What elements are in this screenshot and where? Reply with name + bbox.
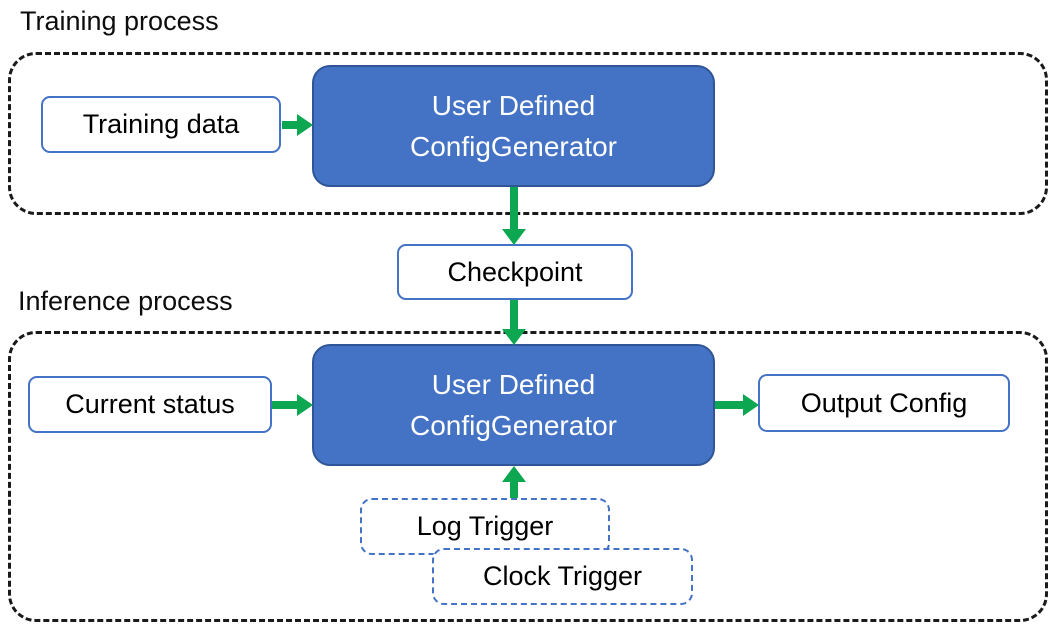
arrow-generator-to-output-config — [715, 394, 759, 416]
log-trigger-box: Log Trigger — [360, 498, 610, 555]
arrow-stem — [510, 480, 518, 499]
config-generator-inference-box: User Defined ConfigGenerator — [312, 344, 715, 466]
inference-process-container — [8, 331, 1048, 622]
config-generator-training-line1: User Defined — [431, 90, 596, 121]
current-status-box: Current status — [28, 376, 272, 433]
arrow-head-down-icon — [502, 229, 526, 245]
arrow-training-data-to-generator — [282, 114, 313, 136]
training-process-label: Training process — [20, 6, 219, 36]
config-generator-inference-line1: User Defined — [431, 369, 596, 400]
output-config-box: Output Config — [758, 374, 1010, 432]
arrow-stem — [282, 121, 298, 129]
arrow-head-down-icon — [502, 329, 526, 345]
inference-process-label: Inference process — [18, 286, 233, 316]
arrow-head-right-icon — [743, 394, 759, 416]
config-generator-training-line2: ConfigGenerator — [409, 131, 617, 162]
arrow-head-right-icon — [297, 114, 313, 136]
arrow-generator-to-checkpoint — [502, 187, 526, 245]
arrow-stem — [510, 187, 518, 231]
clock-trigger-box: Clock Trigger — [432, 548, 693, 605]
arrow-head-right-icon — [297, 394, 313, 416]
arrow-stem — [715, 401, 744, 409]
arrow-current-status-to-generator — [272, 394, 313, 416]
checkpoint-box: Checkpoint — [397, 244, 633, 300]
training-process-container — [8, 52, 1048, 215]
arrow-stem — [272, 401, 298, 409]
arrow-head-up-icon — [502, 466, 526, 482]
config-generator-inference-line2: ConfigGenerator — [409, 410, 617, 441]
config-generator-training-box: User Defined ConfigGenerator — [312, 65, 715, 187]
arrow-checkpoint-to-generator — [502, 300, 526, 345]
arrow-triggers-to-generator — [502, 466, 526, 499]
arrow-stem — [510, 300, 518, 331]
training-data-box: Training data — [41, 96, 281, 153]
